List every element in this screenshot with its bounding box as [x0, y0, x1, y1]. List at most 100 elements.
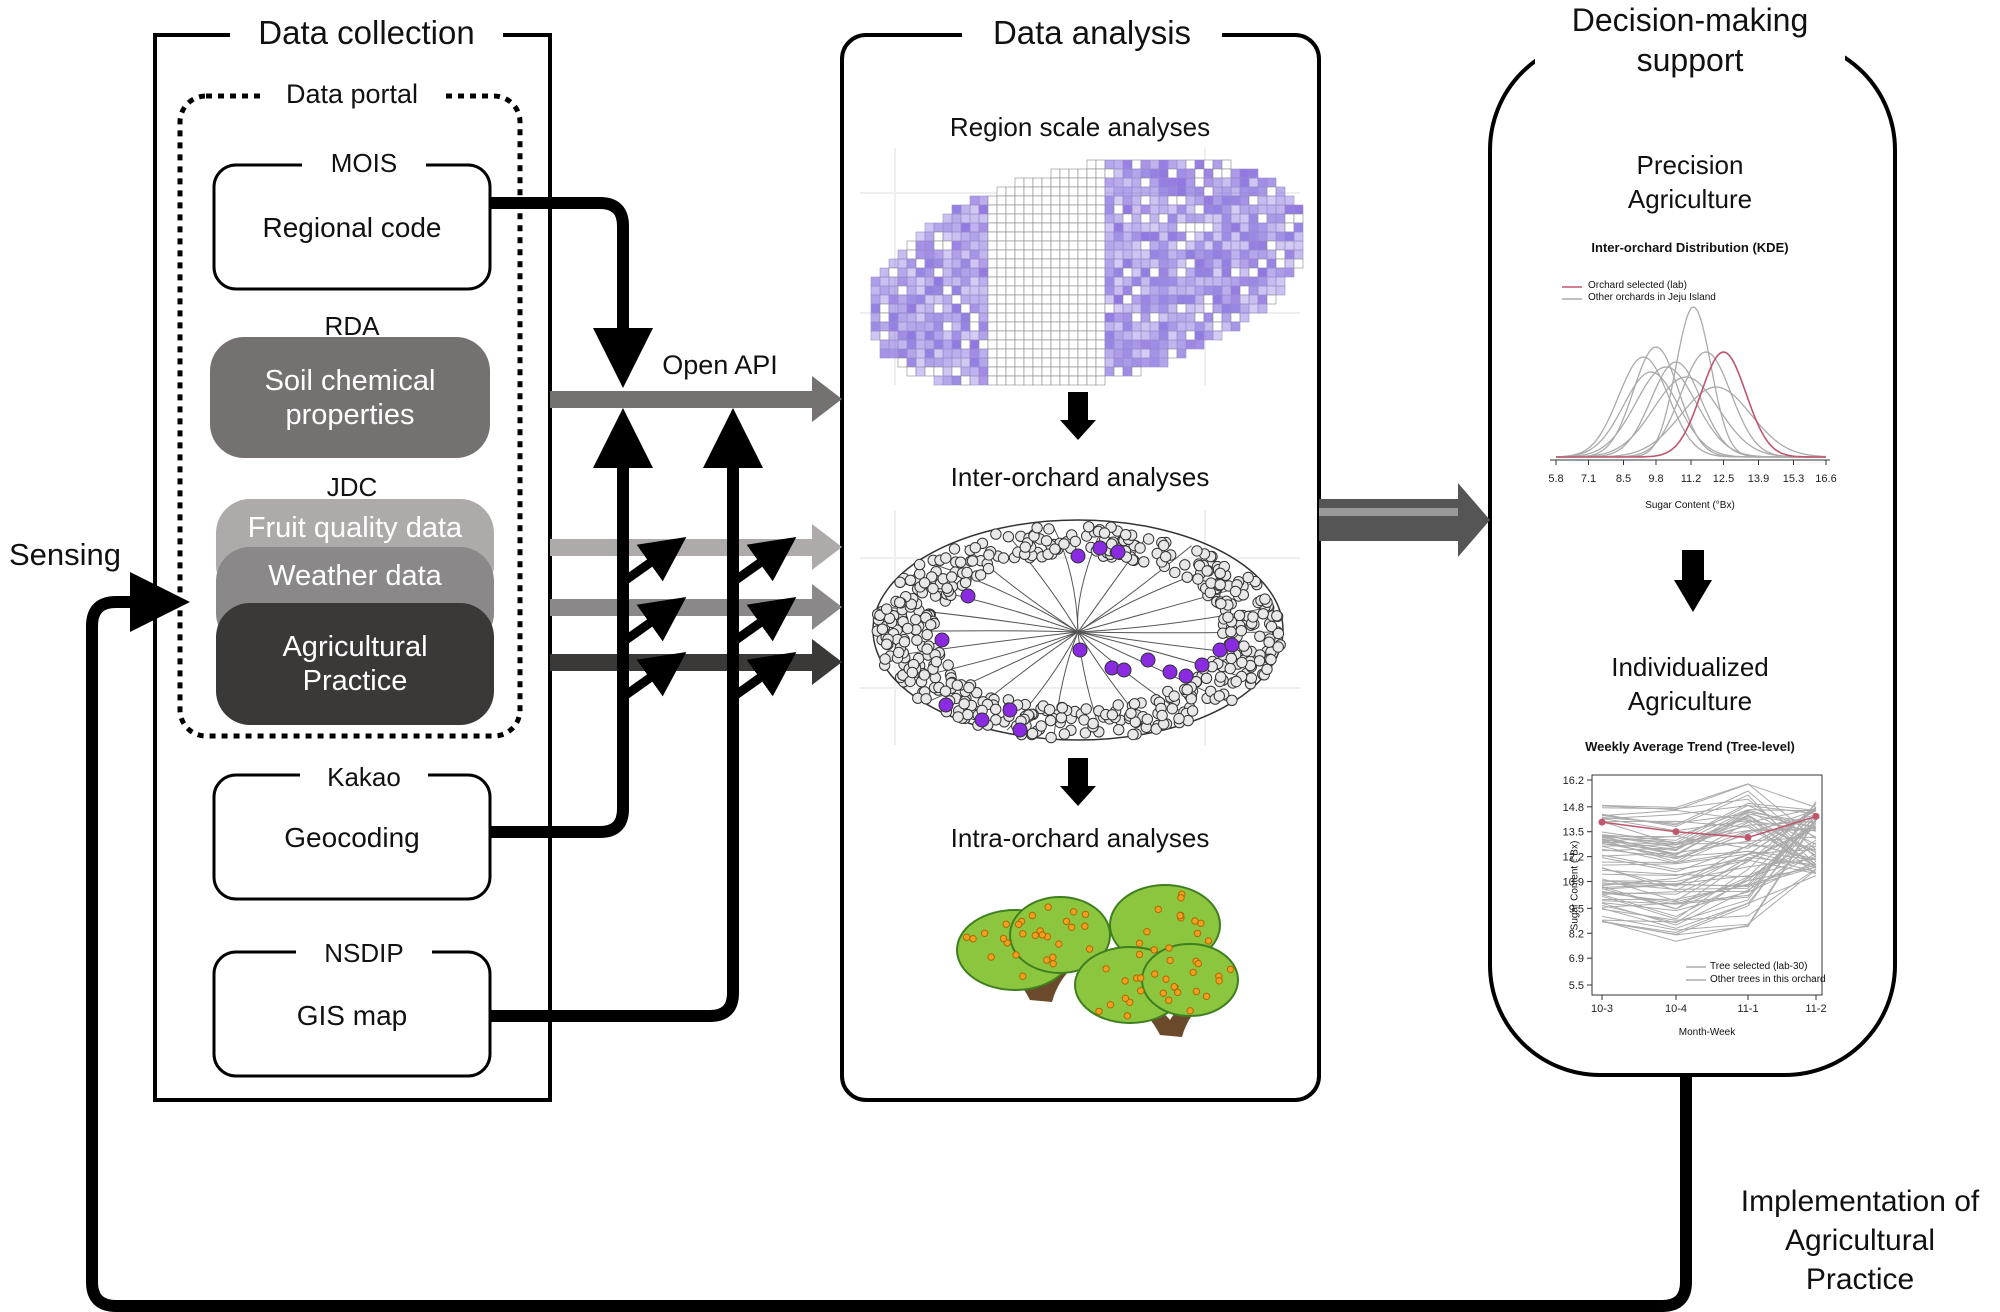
- region-cell: [1023, 195, 1034, 206]
- selected-orchard-point: [1116, 662, 1132, 678]
- kde-title: Inter-orchard Distribution (KDE): [1591, 240, 1789, 255]
- orchard-point: [1225, 652, 1238, 665]
- region-cell: [969, 213, 980, 224]
- region-cell: [1122, 303, 1133, 314]
- trend-other-line: [1601, 783, 1817, 811]
- region-cell: [1176, 330, 1187, 341]
- region-cell: [996, 204, 1007, 215]
- region-cell: [897, 249, 908, 260]
- region-cell: [1005, 348, 1016, 359]
- kde-x-tick-label: 13.9: [1748, 473, 1769, 485]
- region-cell: [924, 357, 935, 368]
- region-cell: [942, 321, 953, 332]
- region-cell: [1122, 267, 1133, 278]
- region-cell: [1095, 339, 1106, 350]
- region-cell: [1176, 168, 1187, 179]
- region-cell: [942, 339, 953, 350]
- region-cell: [1068, 330, 1079, 341]
- individualized-line-2: Agriculture: [1627, 686, 1753, 716]
- region-cell: [960, 330, 971, 341]
- region-cell: [1221, 186, 1232, 197]
- region-cell: [1077, 177, 1088, 188]
- trend-other-line: [1601, 853, 1817, 873]
- region-cell: [1068, 339, 1079, 350]
- region-cell: [1014, 222, 1025, 233]
- region-cell: [1158, 321, 1169, 332]
- trend-legend-others: Other trees in this orchard: [1710, 974, 1826, 985]
- region-cell: [1050, 285, 1061, 296]
- region-cell: [1131, 186, 1142, 197]
- region-cell: [1122, 312, 1133, 323]
- trend-x-tick-label: 11-1: [1737, 1003, 1758, 1015]
- region-cell: [906, 303, 917, 314]
- region-cell: [1212, 186, 1223, 197]
- region-cell: [1203, 285, 1214, 296]
- region-cell: [1248, 303, 1259, 314]
- region-cell: [1005, 249, 1016, 260]
- region-cell: [1212, 312, 1223, 323]
- region-cell: [1014, 294, 1025, 305]
- orange-fruit: [1143, 928, 1151, 936]
- orange-fruit: [1123, 1012, 1132, 1020]
- region-cell: [1014, 213, 1025, 224]
- region-cell: [1284, 204, 1295, 215]
- region-cell: [1041, 213, 1052, 224]
- orchard-point: [913, 558, 926, 571]
- region-cell: [897, 321, 908, 332]
- region-cell: [978, 195, 989, 206]
- region-cell: [1257, 213, 1268, 224]
- region-cell: [996, 375, 1007, 386]
- region-cell: [1113, 195, 1124, 206]
- region-cell: [1257, 231, 1268, 242]
- orchard-point: [990, 528, 1002, 540]
- region-cell: [1095, 195, 1106, 206]
- trend-other-line: [1601, 841, 1817, 860]
- region-cell: [1131, 195, 1142, 206]
- orchard-point: [918, 669, 931, 681]
- region-cell: [996, 357, 1007, 368]
- region-cell: [1059, 204, 1070, 215]
- region-cell: [1050, 339, 1061, 350]
- region-cell: [1221, 177, 1232, 188]
- region-cell: [996, 321, 1007, 332]
- region-cell: [1212, 294, 1223, 305]
- region-cell: [1014, 258, 1025, 269]
- region-cell: [1230, 168, 1241, 179]
- region-cell: [1032, 249, 1043, 260]
- orchard-point: [997, 552, 1010, 564]
- orange-fruit: [1002, 920, 1010, 928]
- trend-x-tick-label: 11-2: [1805, 1003, 1826, 1015]
- region-cell: [1041, 204, 1052, 215]
- region-cell: [1050, 312, 1061, 323]
- region-cell: [1239, 231, 1250, 242]
- region-cell: [906, 321, 917, 332]
- orchard-point: [1098, 527, 1111, 539]
- region-cell: [1113, 366, 1124, 377]
- region-cell: [1221, 231, 1232, 242]
- region-cell: [1086, 348, 1097, 359]
- region-cell: [1032, 177, 1043, 188]
- orchard-point: [906, 666, 918, 679]
- region-cell: [1149, 339, 1160, 350]
- region-cell: [1104, 168, 1115, 179]
- region-cell: [1167, 186, 1178, 197]
- region-cell: [1158, 168, 1169, 179]
- region-cell: [1086, 177, 1097, 188]
- orchard-point: [893, 646, 905, 659]
- region-cell: [1014, 285, 1025, 296]
- region-cell: [1140, 186, 1151, 197]
- region-cell: [1140, 195, 1151, 206]
- region-cell: [969, 357, 980, 368]
- region-cell: [1104, 231, 1115, 242]
- region-cell: [978, 303, 989, 314]
- region-cell: [1068, 366, 1079, 377]
- region-cell: [960, 276, 971, 287]
- region-cell: [1149, 168, 1160, 179]
- region-cell: [1149, 177, 1160, 188]
- region-cell: [1077, 348, 1088, 359]
- region-cell: [1266, 258, 1277, 269]
- region-cell: [1221, 267, 1232, 278]
- region-cell: [1176, 276, 1187, 287]
- region-cell: [1230, 294, 1241, 305]
